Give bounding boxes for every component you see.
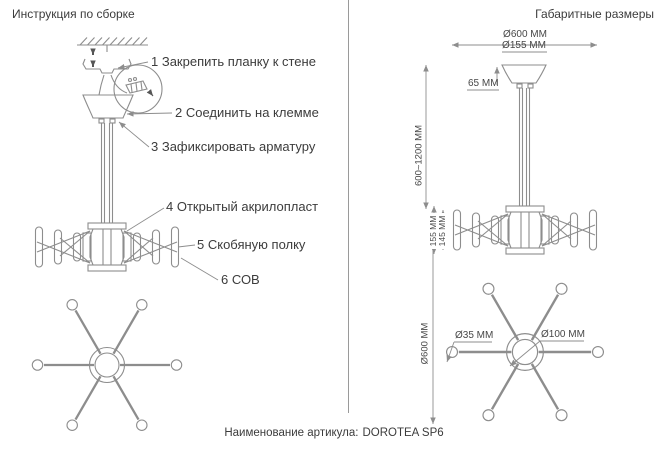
mounting-bracket: [82, 58, 132, 74]
dimension-canopy-diameter: Ø155 MM: [502, 40, 546, 51]
chandelier-side-view-left: [34, 222, 180, 272]
assembly-step-6: 6 СОВ: [221, 272, 260, 287]
dimension-shade-height: 145 MM: [437, 213, 448, 249]
step-leader-lines: [117, 61, 219, 281]
dimension-hub-diameter: Ø100 MM: [541, 329, 585, 340]
canopy-and-rod-left: [82, 94, 134, 223]
dimension-end-cap-diameter: Ø35 MM: [455, 330, 494, 341]
panel-divider: [348, 0, 349, 413]
terminal-detail-balloon: [113, 64, 163, 114]
canopy-and-rod-right: [501, 64, 547, 206]
dimension-overall-width: Ø600 MM: [503, 29, 547, 40]
ceiling-mount-drawing: [77, 37, 148, 96]
dimension-top-view-diameter: Ø600 MM: [419, 322, 431, 365]
assembly-step-4: 4 Открытый акрилопласт: [166, 199, 319, 214]
article-label: Наименование артикула:: [224, 427, 359, 439]
dimension-suspension-height: 600~1200 MM: [413, 125, 425, 186]
assembly-step-3: 3 Зафиксировать арматуру: [151, 139, 316, 154]
dimension-canopy-height: 65 MM: [468, 78, 499, 89]
assembly-step-2: 2 Соединить на клемме: [175, 105, 319, 120]
chandelier-side-view-right: [452, 205, 598, 255]
chandelier-top-view-left: [31, 298, 183, 432]
assembly-step-5: 5 Скобяную полку: [197, 237, 306, 252]
article-name: Наименование артикула:DOROTEA SP6: [0, 427, 668, 439]
assembly-step-1: 1 Закрепить планку к стене: [151, 54, 316, 69]
chandelier-top-view-right: [445, 282, 605, 422]
right-panel-title: Габаритные размеры: [535, 7, 654, 21]
article-value: DOROTEA SP6: [362, 427, 444, 439]
left-panel-title: Инструкция по сборке: [12, 7, 135, 21]
